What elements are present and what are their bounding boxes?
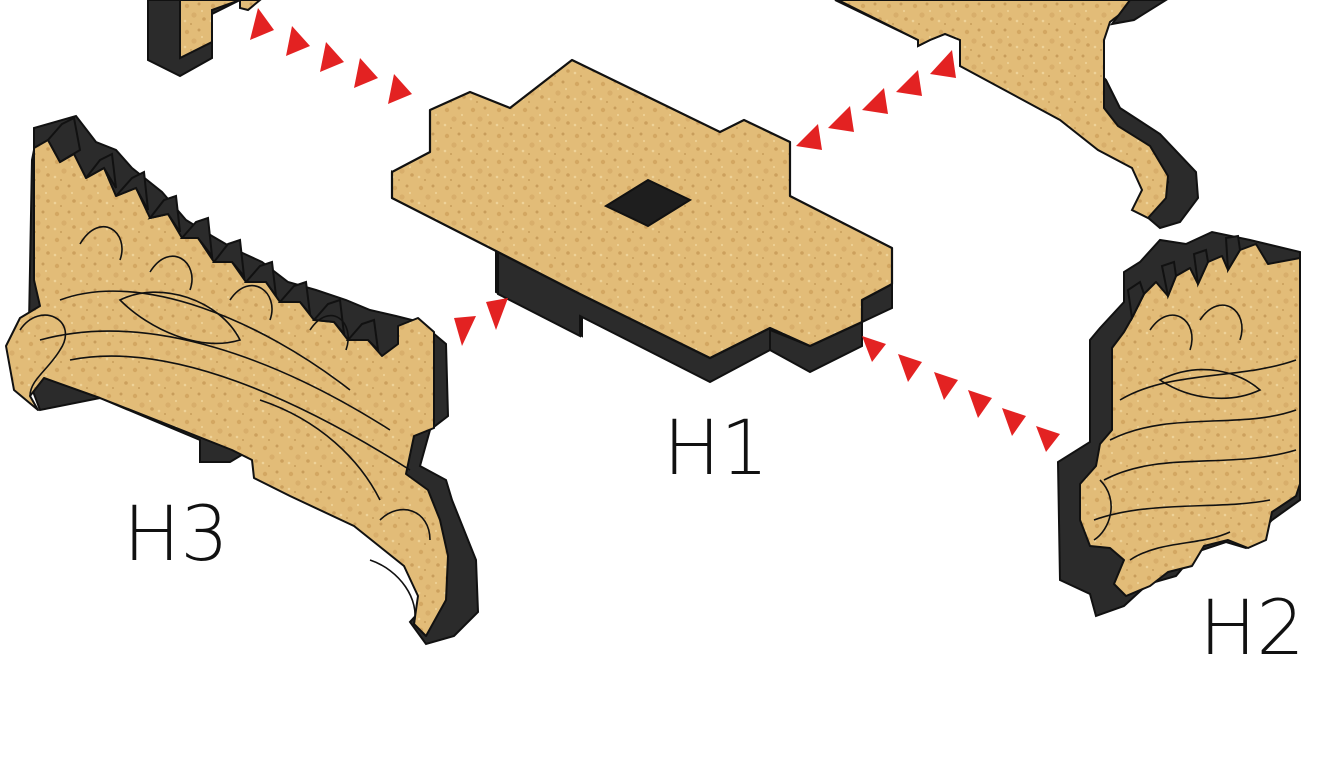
arrow-marker [968, 390, 992, 418]
arrows-top-left-to-h1 [250, 8, 412, 104]
h2-face [1080, 244, 1300, 596]
h2-side-panel [1058, 232, 1300, 616]
arrow-marker [1036, 426, 1060, 452]
h2-label: H2 [1199, 583, 1305, 672]
arrow-marker [486, 298, 508, 330]
top-left-piece [148, 0, 260, 76]
arrow-marker [286, 26, 310, 56]
arrows-h1-to-h2 [862, 336, 1060, 452]
h3-label: H3 [123, 489, 229, 578]
arrows-h1-to-h3 [454, 298, 508, 346]
arrow-marker [896, 70, 922, 96]
arrow-marker [388, 74, 412, 104]
arrow-marker [862, 336, 886, 362]
arrow-marker [934, 372, 958, 400]
arrows-top-right-to-h1 [796, 50, 956, 150]
arrow-marker [796, 124, 822, 150]
arrow-marker [454, 316, 476, 346]
arrow-marker [1002, 408, 1026, 436]
arrow-marker [930, 50, 956, 78]
h1-label: H1 [663, 403, 769, 492]
top-right-piece [835, 0, 1198, 228]
arrow-marker [898, 354, 922, 382]
arrow-marker [354, 58, 378, 88]
arrow-marker [828, 106, 854, 132]
arrow-marker [250, 8, 274, 40]
arrow-marker [862, 88, 888, 114]
arrow-marker [320, 42, 344, 72]
